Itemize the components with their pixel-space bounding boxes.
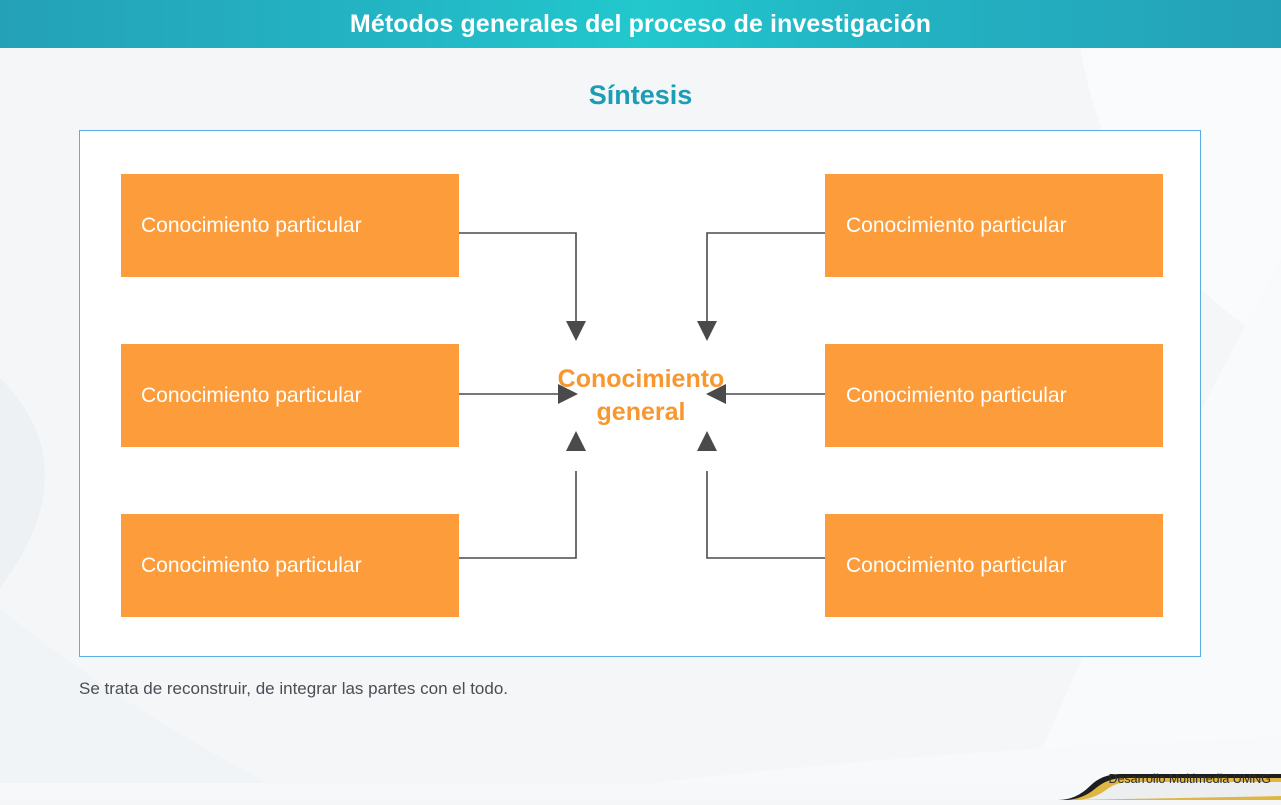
concept-box-left-middle[interactable]: Conocimiento particular <box>121 344 459 447</box>
center-node-line1: Conocimiento <box>557 365 725 393</box>
concept-box-right-middle[interactable]: Conocimiento particular <box>825 344 1163 447</box>
concept-box-label: Conocimiento particular <box>141 553 362 577</box>
diagram-panel: Conocimiento particular Conocimiento par… <box>79 130 1201 657</box>
concept-box-label: Conocimiento particular <box>141 213 362 237</box>
concept-box-left-top[interactable]: Conocimiento particular <box>121 174 459 277</box>
caption-text: Se trata de reconstruir, de integrar las… <box>79 679 509 698</box>
footer-ribbon-icon <box>1020 774 1281 800</box>
section-title: Síntesis <box>588 80 693 110</box>
header-bar: Métodos generales del proceso de investi… <box>0 0 1281 48</box>
footer-label: Desarrollo Multimedia UMNG <box>1108 772 1271 786</box>
page-title: Métodos generales del proceso de investi… <box>349 9 932 38</box>
center-node-line2: general <box>596 397 686 426</box>
concept-box-label: Conocimiento particular <box>846 383 1067 407</box>
concept-box-right-top[interactable]: Conocimiento particular <box>825 174 1163 277</box>
concept-box-label: Conocimiento particular <box>846 213 1067 237</box>
footer-badge: Desarrollo Multimedia UMNG <box>1020 760 1281 800</box>
concept-box-label: Conocimiento particular <box>846 553 1067 577</box>
concept-box-right-bottom[interactable]: Conocimiento particular <box>825 514 1163 617</box>
concept-box-left-bottom[interactable]: Conocimiento particular <box>121 514 459 617</box>
center-node: Conocimiento general <box>541 343 741 448</box>
concept-box-label: Conocimiento particular <box>141 383 362 407</box>
